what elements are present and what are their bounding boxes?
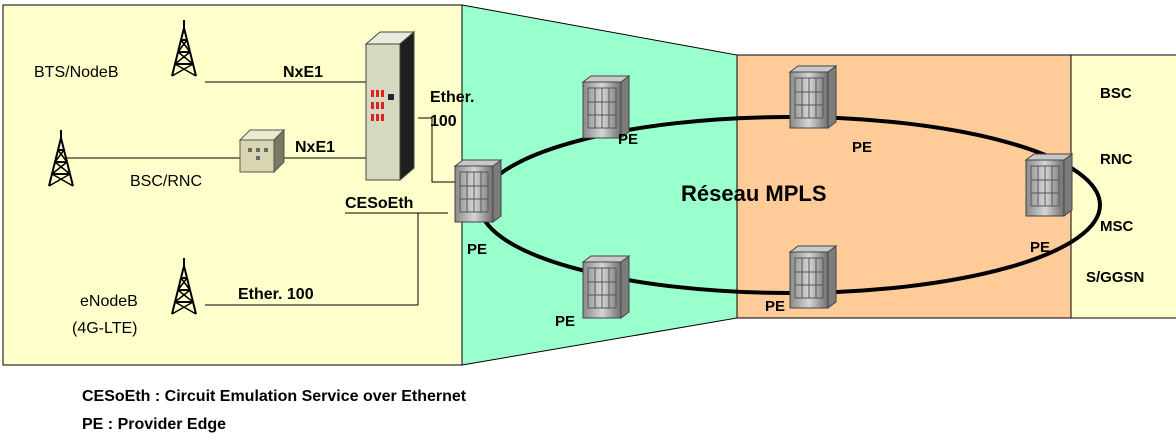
core-label-bsc: BSC bbox=[1100, 85, 1132, 102]
pe-label-right: PE bbox=[1030, 239, 1050, 256]
nxe1-mid-label: NxE1 bbox=[295, 139, 335, 156]
pe-router-icon-right bbox=[1025, 153, 1073, 217]
pe-router-icon-top-left bbox=[582, 75, 630, 139]
core-label-msc: MSC bbox=[1100, 218, 1134, 235]
legend-cesoeth: CESoEth : Circuit Emulation Service over… bbox=[82, 388, 467, 405]
core-zone bbox=[1070, 54, 1176, 319]
pe-router-icon-bottom-left bbox=[582, 255, 630, 319]
bsc-rnc-box-icon bbox=[238, 128, 286, 174]
pe-label-top-left: PE bbox=[618, 131, 638, 148]
link-cesoeth-pe bbox=[418, 117, 455, 183]
enodeb-label: eNodeB bbox=[80, 293, 138, 310]
bts-nodeb-label: BTS/NodeB bbox=[34, 64, 118, 81]
cesoeth-cabinet-icon bbox=[364, 30, 416, 182]
core-label-sggsn: S/GGSN bbox=[1086, 269, 1144, 286]
pe-router-icon-bottom-right bbox=[789, 245, 837, 309]
ether-100-label: Ether. 100 bbox=[238, 286, 314, 303]
pe-router-icon-left bbox=[454, 159, 502, 223]
pe-label-bottom-right: PE bbox=[765, 298, 785, 315]
pe-label-left: PE bbox=[467, 241, 487, 258]
pe-label-top-right: PE bbox=[852, 139, 872, 156]
ether-link-bottom-label: 100 bbox=[430, 113, 457, 130]
core-label-rnc: RNC bbox=[1100, 151, 1133, 168]
mpls-network-label: Réseau MPLS bbox=[681, 181, 827, 206]
nxe1-top-label: NxE1 bbox=[283, 64, 323, 81]
enodeb-sub-label: (4G-LTE) bbox=[72, 320, 137, 337]
ether-link-top-label: Ether. bbox=[430, 89, 474, 106]
cesoeth-label: CESoEth bbox=[345, 195, 413, 212]
pe-label-bottom-left: PE bbox=[555, 313, 575, 330]
legend-pe: PE : Provider Edge bbox=[82, 416, 227, 433]
pe-router-icon-top-right bbox=[789, 65, 837, 129]
link-enodeb-pe bbox=[205, 213, 419, 306]
bsc-rnc-site-label: BSC/RNC bbox=[130, 173, 202, 190]
